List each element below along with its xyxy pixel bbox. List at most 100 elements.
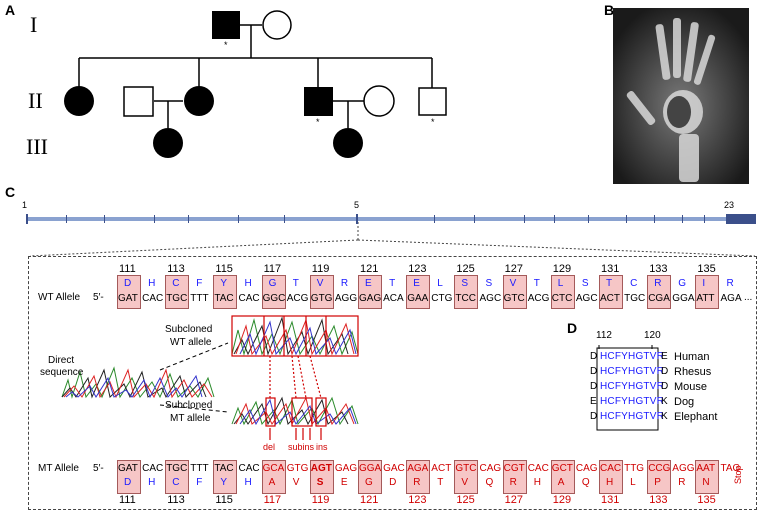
mt-position: 123 — [408, 494, 427, 506]
subcloned-wt-label: Subcloned — [165, 324, 213, 335]
mt-codon: TGC — [166, 463, 188, 474]
mt-amino-acid: N — [702, 477, 710, 488]
conservation-left-residue: D — [590, 381, 598, 392]
conservation-right-residue: D — [661, 381, 669, 392]
wt-amino-acid: T — [389, 278, 396, 289]
mt-amino-acid: V — [292, 477, 300, 488]
conservation-left-residue: D — [590, 411, 598, 422]
wt-position: 135 — [697, 263, 716, 275]
mt-amino-acid: R — [678, 477, 686, 488]
zoom-lines — [29, 218, 756, 257]
gene-exon-strip — [26, 214, 756, 224]
conservation-right-residue: K — [661, 411, 668, 422]
wt-codon: AGA — [720, 293, 742, 304]
mt-codon: GCA — [262, 463, 285, 474]
wt-codon-highlight — [454, 275, 479, 309]
conservation-species-name: Rhesus — [674, 366, 712, 378]
wt-codon: CGA — [648, 293, 670, 304]
conservation-core-sequence: HCFYHGTVR — [600, 366, 665, 377]
ins-label: ins — [316, 442, 328, 452]
pedigree-affected-male-I1 — [212, 11, 240, 39]
mt-codon: CAC — [142, 463, 164, 474]
mt-position: 119 — [311, 494, 330, 506]
mt-codon: CAC — [238, 463, 260, 474]
wt-allele-sub-label: WT allele — [170, 337, 212, 348]
wt-codon: ATT — [696, 293, 715, 304]
wt-codon-highlight — [550, 275, 575, 309]
wt-codon-highlight — [502, 275, 527, 309]
wt-position: 125 — [456, 263, 475, 275]
panel-label-a: A — [5, 2, 16, 18]
mt-codon: GTC — [455, 463, 477, 474]
conservation-species-name: Mouse — [674, 381, 708, 393]
wt-position: 121 — [360, 263, 379, 275]
conservation-left-residue: E — [590, 396, 597, 407]
wt-codon: CTG — [431, 293, 453, 304]
conservation-pos-start: 112 — [596, 330, 612, 341]
conservation-core-sequence: HCFYHGTVR — [600, 396, 665, 407]
panel-label-c: C — [5, 184, 16, 200]
proband-asterisk-II6: * — [431, 117, 435, 127]
generation-label-3: III — [26, 134, 48, 159]
wt-codon: GAA — [407, 293, 429, 304]
direct-label: Direct — [48, 355, 75, 366]
wt-amino-acid: T — [606, 278, 613, 289]
wt-amino-acid: R — [340, 278, 349, 289]
mt-codon: GGA — [359, 463, 382, 474]
conservation-species-name: Dog — [674, 396, 695, 408]
wt-amino-acid: T — [533, 278, 540, 289]
subins-label: subins — [288, 442, 315, 452]
wt-amino-acid: Y — [220, 278, 228, 289]
conservation-core-sequence: HCFYHGTVR — [600, 351, 665, 362]
wt-amino-acid: V — [316, 278, 324, 289]
mt-amino-acid: Y — [220, 477, 228, 488]
chromatogram-wt — [231, 316, 359, 356]
wt-codon: TCC — [455, 293, 476, 304]
mt-codon-highlight — [117, 460, 141, 494]
mt-codon-highlight — [502, 460, 527, 494]
wt-codon: CTC — [551, 293, 573, 304]
mt-codon: CAG — [479, 463, 502, 474]
conservation-left-residue: D — [590, 366, 598, 377]
mt-amino-acid: Q — [485, 477, 494, 488]
wt-codon-highlight — [213, 275, 238, 309]
wt-codon: GAT — [118, 293, 138, 304]
wt-codon-highlight — [647, 275, 672, 309]
mt-position: 131 — [601, 494, 620, 506]
wt-amino-acid: D — [124, 278, 132, 289]
wt-codon-highlight — [406, 275, 431, 309]
wt-position: 127 — [504, 263, 523, 275]
wt-codon: CAC — [142, 293, 164, 304]
wt-amino-acid: E — [365, 278, 372, 289]
pedigree-affected-female-II1 — [64, 86, 94, 116]
wt-allele-label: WT Allele — [38, 292, 81, 303]
exon-label-end: 23 — [724, 200, 735, 210]
pedigree-affected-male-II4 — [304, 87, 333, 116]
mt-position: 121 — [360, 494, 379, 506]
mt-codon: CAC — [600, 463, 622, 474]
wt-amino-acid: T — [292, 278, 299, 289]
wt-codon: GAG — [359, 293, 382, 304]
wt-position: 113 — [167, 263, 185, 275]
chromatogram-markers — [231, 315, 359, 440]
wt-amino-acid: I — [702, 278, 706, 289]
wt-amino-acid: H — [148, 278, 156, 289]
wt-codon: ACT — [600, 293, 620, 304]
conservation-right-residue: K — [661, 396, 668, 407]
conservation-left-residue: D — [590, 351, 598, 362]
mt-allele-sub-label: MT allele — [170, 413, 211, 424]
wt-position: 119 — [311, 263, 330, 275]
mt-codon: CCG — [648, 463, 671, 474]
wt-amino-acid: G — [268, 278, 277, 289]
wt-ellipsis: ... — [744, 292, 753, 303]
wt-codon: GGC — [262, 293, 286, 304]
mt-position: 129 — [552, 494, 572, 506]
mt-codon-highlight — [165, 460, 190, 494]
mt-amino-acid: F — [196, 477, 203, 488]
mt-codon: CGT — [503, 463, 525, 474]
mt-five-prime: 5′- — [93, 463, 104, 474]
mt-codon: AGG — [672, 463, 695, 474]
mt-codon: AGA — [407, 463, 429, 474]
mt-amino-acid: L — [630, 477, 636, 488]
mt-codon: TTT — [190, 463, 209, 474]
